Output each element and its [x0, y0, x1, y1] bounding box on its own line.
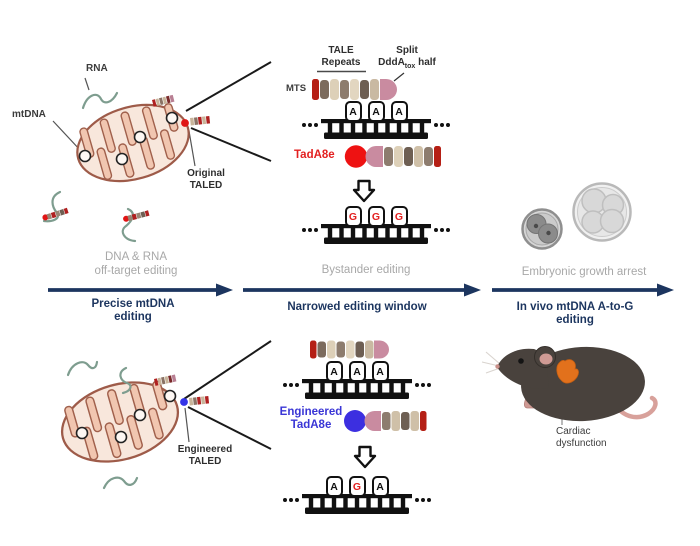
tada8e-construct-top — [344, 145, 441, 168]
rna-strand — [81, 91, 119, 110]
base-bottom-after-2: G — [348, 476, 366, 497]
timeline-arrow-1 — [48, 283, 233, 297]
membrane-taled-bar-top — [152, 94, 175, 107]
taled-construct-bottom — [310, 340, 389, 359]
engineered-taled-dot — [180, 398, 188, 406]
stage2-drawback-label: Bystander editing — [321, 264, 411, 276]
down-arrow-bottom — [353, 445, 377, 469]
base-top-before-2: A — [367, 101, 385, 122]
taled-construct-top — [312, 79, 397, 100]
mitochondrion-top-illustration — [67, 91, 211, 195]
split-ddda-label: Split DddAtox half — [378, 45, 436, 70]
base-top-before-3: A — [390, 101, 408, 122]
embryos-illustration — [521, 182, 632, 250]
membrane-taled-bar-bottom — [154, 374, 177, 386]
engineered-taled-label: Engineered TALED — [177, 444, 233, 467]
base-bottom-before-2: A — [348, 361, 366, 382]
cardiac-dysfunction-label: Cardiac dysfunction — [556, 426, 607, 449]
original-taled-dot — [181, 119, 189, 127]
tale-repeats-label: TALE Repeats — [321, 45, 361, 68]
zoom-connector-lines-top — [185, 61, 272, 162]
mts-label: MTS — [286, 83, 307, 94]
mitochondrion-bottom-illustration — [51, 368, 210, 476]
stage3-improvement-label: In vivo mtDNA A-to-G editing — [516, 301, 634, 326]
dna-comb-bottom-before — [283, 379, 431, 399]
zoom-connector-lines-bottom — [183, 340, 272, 450]
original-taled-bar — [190, 115, 211, 126]
timeline-arrow-2 — [243, 283, 481, 297]
stage2-improvement-label: Narrowed editing window — [287, 301, 427, 313]
base-bottom-after-1: A — [325, 476, 343, 497]
base-bottom-after-3: A — [371, 476, 389, 497]
original-taled-label: Original TALED — [187, 168, 225, 191]
engineered-tada8e-label: Engineered TadA8e — [279, 406, 343, 431]
timeline-arrow-3 — [492, 283, 674, 297]
rna-label: RNA — [86, 63, 108, 74]
mouse-illustration — [481, 346, 658, 422]
tada8e-label: TadA8e — [294, 149, 335, 161]
offtarget-strand-2 — [121, 207, 150, 243]
dna-comb-top-before — [302, 119, 450, 139]
tada8e-construct-bottom — [344, 410, 427, 432]
engineered-taled-bar — [189, 395, 210, 406]
base-top-after-3: G — [390, 206, 408, 227]
heart-icon — [556, 359, 579, 384]
stage1-drawback-label: DNA & RNA off-target editing — [94, 251, 178, 277]
base-top-after-2: G — [367, 206, 385, 227]
dna-comb-bottom-after — [283, 494, 431, 514]
base-bottom-before-3: A — [371, 361, 389, 382]
clean-strands-bottom — [66, 360, 139, 490]
base-bottom-before-1: A — [325, 361, 343, 382]
dna-comb-top-after — [302, 224, 450, 244]
mtdna-label: mtDNA — [12, 109, 46, 120]
stage3-drawback-label: Embryonic growth arrest — [521, 266, 647, 278]
base-top-before-1: A — [344, 101, 362, 122]
stage1-improvement-label: Precise mtDNA editing — [91, 298, 175, 323]
offtarget-strand-1 — [42, 190, 69, 223]
base-top-after-1: G — [344, 206, 362, 227]
down-arrow-top — [352, 179, 376, 203]
